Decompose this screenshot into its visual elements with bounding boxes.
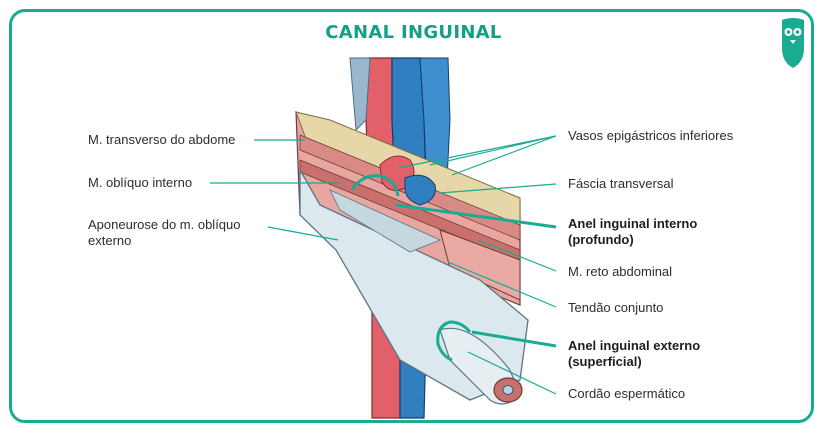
diagram-title: CANAL INGUINAL [325,22,502,43]
label-anel-interno-1: Anel inguinal interno [568,216,698,231]
label-cordao: Cordão espermático [568,386,686,401]
label-transverso: M. transverso do abdome [88,132,236,147]
label-anel-externo-1: Anel inguinal externo [568,338,701,353]
label-anel-interno-2: (profundo) [568,232,634,247]
label-reto: M. reto abdominal [568,264,673,279]
label-fascia: Fáscia transversal [568,176,674,191]
label-aponeurose-2: externo [88,233,132,248]
label-tendao: Tendão conjunto [568,300,664,315]
label-anel-externo-2: (superficial) [568,354,642,369]
label-aponeurose-1: Aponeurose do m. oblíquo [88,217,241,232]
label-vasos: Vasos epigástricos inferiores [568,128,734,143]
label-obliquo-interno: M. oblíquo interno [88,175,193,190]
owl-logo-icon [782,18,804,68]
internal-ring-highlight [350,174,400,197]
external-ring-highlight [436,320,472,362]
leader-lines [210,135,557,395]
epigastric-vessels [379,155,436,206]
internal-ring-leader [395,203,557,229]
aponeurosis-fold [329,189,442,253]
spermatic-cord [439,327,523,405]
external-ring-leader [471,330,557,348]
